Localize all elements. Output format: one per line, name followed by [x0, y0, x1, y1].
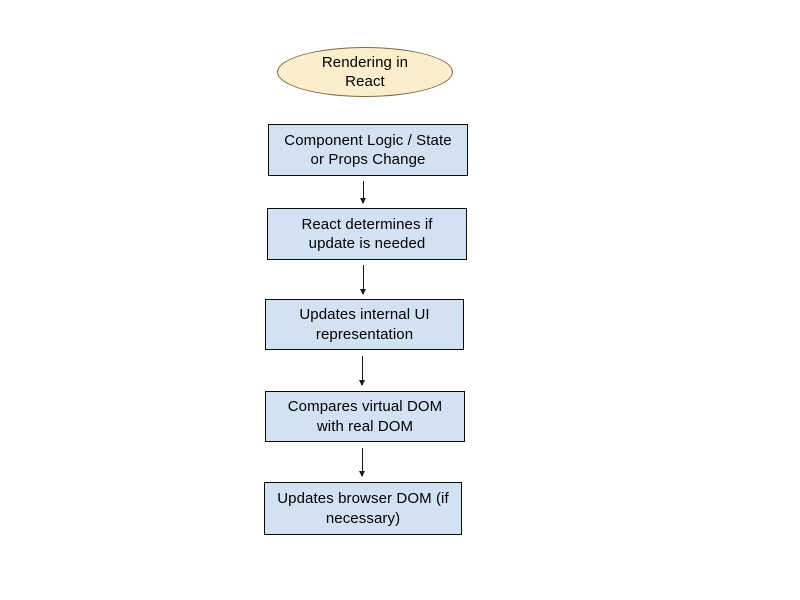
flow-arrow-2 [360, 265, 366, 295]
flow-node-step-4-label: Compares virtual DOM with real DOM [287, 398, 443, 435]
flow-node-step-1[interactable]: Component Logic / State or Props Change [268, 124, 468, 176]
flow-node-start[interactable]: Rendering in React [277, 47, 453, 97]
flow-node-step-3[interactable]: Updates internal UI representation [265, 299, 464, 350]
flow-node-step-5-label: Updates browser DOM (if necessary) [277, 490, 449, 527]
flow-node-step-5[interactable]: Updates browser DOM (if necessary) [264, 482, 462, 535]
flow-node-start-label: Rendering in React [321, 53, 409, 90]
flow-arrow-1 [360, 181, 366, 204]
flow-arrow-4 [359, 448, 365, 477]
flow-node-step-1-label: Component Logic / State or Props Change [284, 131, 452, 168]
flow-node-step-2[interactable]: React determines if update is needed [267, 208, 467, 260]
flow-node-step-4[interactable]: Compares virtual DOM with real DOM [265, 391, 465, 442]
flow-node-step-3-label: Updates internal UI representation [299, 306, 430, 343]
flow-node-step-2-label: React determines if update is needed [301, 215, 433, 252]
flow-arrow-3 [359, 356, 365, 386]
